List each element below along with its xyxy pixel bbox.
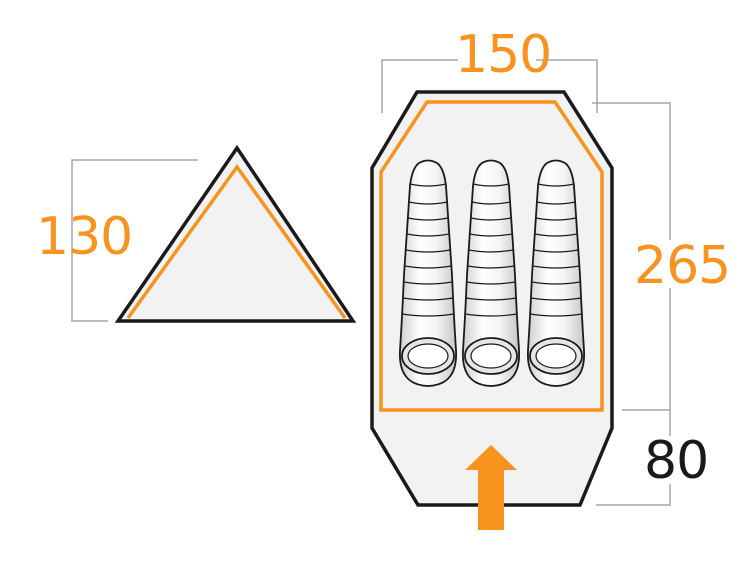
entrance-arrow-icon (465, 445, 517, 530)
sleeping-bag-icon (399, 159, 457, 387)
width-label: 150 (455, 25, 551, 85)
porch-label-bg (642, 436, 698, 484)
height-label: 130 (36, 207, 132, 267)
width-dimension-line (381, 59, 458, 113)
side-inner-outline (126, 164, 347, 320)
width-dimension-line-right (536, 59, 598, 113)
porch-label: 80 (644, 431, 708, 491)
height-dimension-line (71, 159, 198, 322)
tent-top-view: 150 265 80 (370, 25, 731, 530)
sleeping-bag-icon (527, 159, 585, 387)
tent-side-view: 130 (36, 144, 357, 323)
length-label: 265 (634, 236, 730, 296)
length-dimension-line (592, 102, 671, 506)
sleeping-bag-icon (462, 159, 520, 387)
length-label-bg (630, 240, 714, 288)
side-outer-outline (114, 144, 357, 323)
